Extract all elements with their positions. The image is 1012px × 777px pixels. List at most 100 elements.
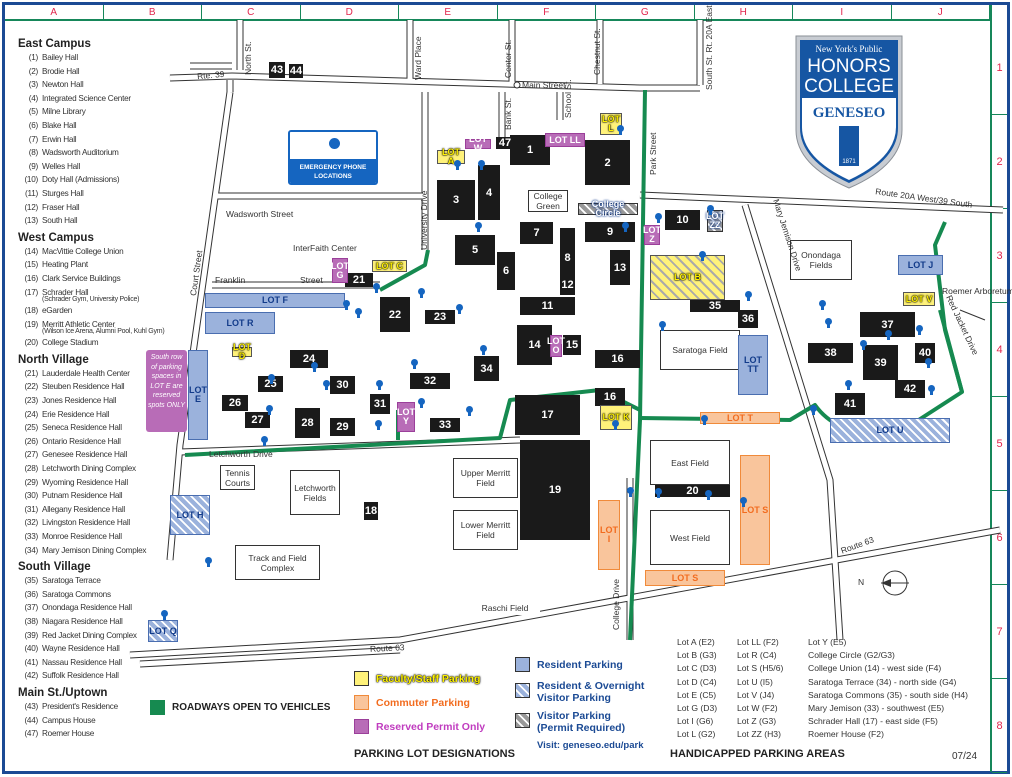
handicapped-entry: Mary Jemison (33) - southwest (E5)	[808, 703, 945, 714]
visitor-swatch	[515, 713, 530, 728]
directory-item: (44)Campus House	[18, 714, 144, 728]
building-name-wrap: Roemer House	[42, 727, 94, 741]
grid-column-a: A	[5, 5, 104, 19]
field-label: Track and Field Complex	[235, 545, 320, 580]
building-number: (14)	[24, 246, 38, 256]
building-name: Bailey Hall	[42, 53, 78, 62]
emergency-phone-icon	[655, 488, 662, 498]
reserved-swatch	[354, 719, 369, 734]
building-2: 2	[585, 140, 630, 185]
building-name-wrap: Livingston Residence Hall	[42, 516, 130, 530]
building-name: Ontario Residence Hall	[42, 436, 121, 446]
building-34: 34	[474, 356, 499, 381]
street-label: N	[858, 577, 865, 587]
directory-item: (31)Allegany Residence Hall	[18, 503, 144, 517]
directory-section: North Village(21)Lauderdale Health Cente…	[18, 353, 147, 557]
building-name: Wayne Residence Hall	[42, 644, 120, 654]
directory-item: (13)South Hall	[18, 214, 144, 228]
building-number: (2)	[28, 66, 39, 76]
building-name-wrap: Allegany Residence Hall	[42, 503, 125, 517]
handicapped-entry: Saratoga Terrace (34) - north side (G4)	[808, 676, 957, 687]
handicapped-entry: Lot ZZ (H3)	[737, 729, 781, 740]
building-number: (1)	[28, 53, 39, 62]
grid-column-e: E	[399, 5, 498, 19]
building-3: 3	[437, 180, 475, 220]
building-name: Erwin Hall	[42, 134, 77, 144]
building-name: Wadsworth Auditorium	[42, 148, 119, 158]
building-name: Genesee Residence Hall	[42, 450, 128, 460]
building-38: 38	[808, 343, 853, 363]
parking-lot: LOT I	[598, 500, 620, 570]
street-label: University Drive	[419, 190, 429, 250]
building-name-wrap: President's Residence	[42, 700, 118, 714]
building-name: Fraser Hall	[42, 202, 80, 212]
emergency-phone-icon	[376, 380, 383, 390]
field-label: West Field	[650, 510, 730, 565]
directory-item: (29)Wyoming Residence Hall	[18, 476, 144, 490]
directory-item: (7)Erwin Hall	[18, 133, 144, 147]
parking-lot: LOT Y	[397, 402, 415, 432]
directory-item: (41)Nassau Residence Hall	[18, 656, 144, 670]
parking-lot: LOT S	[645, 570, 725, 586]
street-label: Main Street	[522, 80, 566, 90]
handicapped-col-2: Lot LL (F2)Lot R (C4)Lot S (H5/6)Lot U (…	[737, 636, 783, 742]
building-number: (43)	[24, 701, 38, 711]
building-name: Integrated Science Center	[42, 93, 131, 103]
grid-column-i: I	[793, 5, 892, 19]
emergency-phone-icon	[627, 487, 634, 497]
building-number: (18)	[24, 306, 38, 316]
building-name-wrap: Blake Hall	[42, 119, 77, 133]
field-label: Raschi Field	[470, 600, 540, 615]
street-label: Chestnut St.	[592, 28, 602, 75]
emergency-phone-icon	[375, 420, 382, 430]
open-roadway	[379, 249, 430, 292]
svg-text:1871: 1871	[842, 159, 856, 165]
field-label: Letchworth Fields	[290, 470, 340, 515]
building-name: Steuben Residence Hall	[42, 382, 125, 392]
emergency-phone-icon	[411, 359, 418, 369]
street-label: College Drive	[611, 578, 621, 630]
building-27: 27	[245, 412, 270, 428]
handicapped-entry: Lot Z (G3)	[737, 716, 777, 727]
handicapped-entry: Lot U (I5)	[737, 676, 773, 687]
building-name-wrap: Brodie Hall	[42, 65, 80, 79]
emergency-phone-icon	[418, 398, 425, 408]
visit-link[interactable]: Visit: geneseo.edu/park	[537, 740, 644, 751]
grid-column-b: B	[104, 5, 202, 19]
directory-item: (5)Milne Library	[18, 105, 144, 119]
building-name: Erie Residence Hall	[42, 409, 110, 419]
directory-item: (47)Roemer House	[18, 727, 144, 741]
building-18: 18	[364, 502, 378, 520]
building-10: 10	[665, 210, 700, 230]
building-7: 7	[520, 222, 553, 244]
street-label: Wadsworth Street	[226, 209, 294, 219]
building-name-wrap: Onondaga Residence Hall	[42, 601, 132, 615]
grid-row-8: 8	[992, 679, 1007, 773]
grid-column-c: C	[202, 5, 301, 19]
handicapped-entry: Lot E (C5)	[677, 689, 717, 700]
emergency-phone-icon	[343, 300, 350, 310]
building-name-wrap: Jones Residence Hall	[42, 394, 116, 408]
parking-lot: LOT K	[600, 405, 632, 430]
building-26: 26	[222, 395, 248, 411]
building-32: 32	[410, 373, 450, 389]
building-name: Heating Plant	[42, 260, 88, 270]
directory-item: (10)Doty Hall (Admissions)	[18, 173, 144, 187]
overnight-swatch	[515, 683, 530, 698]
building-21: 21	[345, 273, 373, 287]
building-number: (37)	[24, 603, 38, 613]
emergency-phone-icon	[925, 358, 932, 368]
street-label: Roemer Arboretum	[942, 286, 1012, 296]
building-name-wrap: Wadsworth Auditorium	[42, 146, 119, 160]
building-name: Onondaga Residence Hall	[42, 603, 132, 613]
directory-section-title: South Village	[18, 561, 91, 574]
directory-item: (12)Fraser Hall	[18, 201, 144, 215]
building-name-wrap: Suffolk Residence Hall	[42, 669, 119, 683]
street-label: Bank St.	[503, 97, 513, 130]
emergency-phone-icon	[454, 160, 461, 170]
road	[742, 204, 843, 641]
building-16: 16	[595, 350, 640, 368]
building-name: Letchworth Dining Complex	[42, 464, 136, 474]
directory-item: (4)Integrated Science Center	[18, 92, 144, 106]
